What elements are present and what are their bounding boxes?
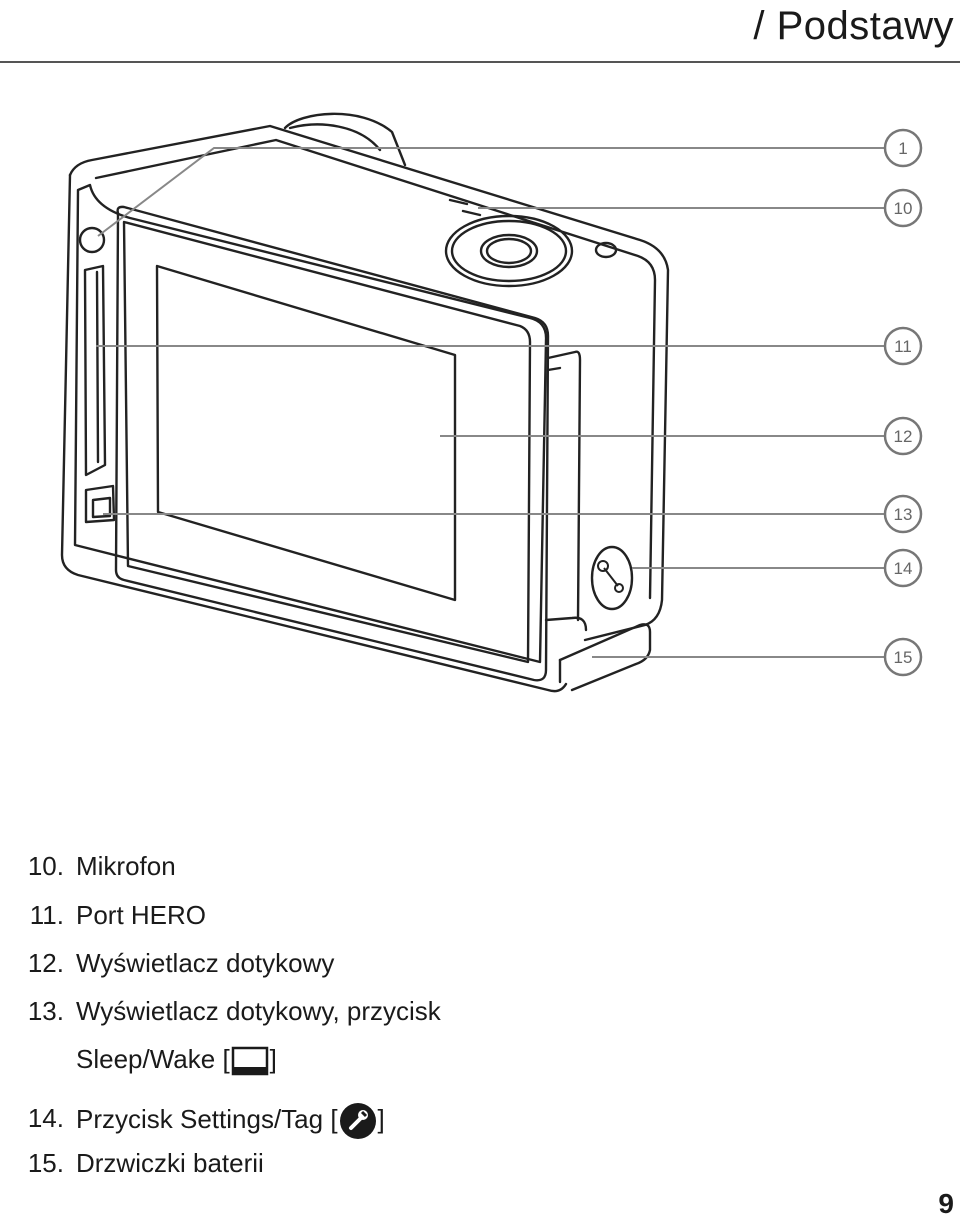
callout-12: 12 <box>883 416 923 456</box>
item-number: 15. <box>27 1148 64 1178</box>
list-item: 14. Przycisk Settings/Tag [] <box>18 1101 918 1150</box>
camera-body <box>60 112 670 693</box>
callout-label: 12 <box>894 427 913 446</box>
callout-11: 11 <box>883 326 923 366</box>
callout-label: 10 <box>894 199 913 218</box>
item-text-close: ] <box>377 1103 385 1134</box>
section-title: / Podstawy <box>753 4 954 48</box>
callout-label: 14 <box>894 559 913 578</box>
list-item: 13. Wyświetlacz dotykowy, przycisk Sleep… <box>18 995 918 1101</box>
list-item: 11. Port HERO <box>18 899 918 950</box>
wrench-icon <box>597 560 624 593</box>
callout-markers: 1 10 11 12 13 14 15 <box>883 128 923 677</box>
item-number: 13. <box>27 995 64 1026</box>
leader-lines <box>96 147 884 658</box>
list-item: 15. Drzwiczki baterii <box>18 1149 918 1198</box>
list-item: 10. Mikrofon <box>18 852 918 901</box>
item-text: Wyświetlacz dotykowy, przycisk <box>76 995 441 1026</box>
item-number: 10. <box>27 851 64 881</box>
page-number: 9 <box>938 1188 954 1219</box>
item-number: 14. <box>27 1103 64 1134</box>
item-text-close: ] <box>269 1043 277 1074</box>
item-text: Przycisk Settings/Tag [ <box>76 1103 338 1134</box>
callout-15: 15 <box>883 637 923 677</box>
item-text: Drzwiczki baterii <box>76 1148 264 1178</box>
callout-label: 11 <box>894 337 912 356</box>
callout-label: 13 <box>894 505 913 524</box>
callout-label: 15 <box>894 648 913 667</box>
list-item: 12. Wyświetlacz dotykowy <box>18 949 918 998</box>
sleep-wake-icon <box>231 1046 268 1075</box>
header-divider <box>0 61 960 63</box>
item-text: Port HERO <box>76 899 207 930</box>
callout-14: 14 <box>883 548 923 588</box>
callout-label: 1 <box>898 139 907 158</box>
item-text-line2: Sleep/Wake [ <box>76 1043 230 1074</box>
camera-diagram: 1 10 11 12 13 14 15 <box>60 112 923 693</box>
item-text: Mikrofon <box>76 851 176 881</box>
callout-1: 1 <box>883 128 923 168</box>
callout-10: 10 <box>883 188 923 228</box>
parts-legend: 10. Mikrofon 11. Port HERO 12. Wyświetla… <box>18 852 918 1198</box>
item-text: Wyświetlacz dotykowy <box>76 948 335 978</box>
wrench-icon <box>339 1102 376 1139</box>
item-number: 11. <box>29 899 64 930</box>
callout-13: 13 <box>883 494 923 534</box>
item-number: 12. <box>27 948 64 978</box>
